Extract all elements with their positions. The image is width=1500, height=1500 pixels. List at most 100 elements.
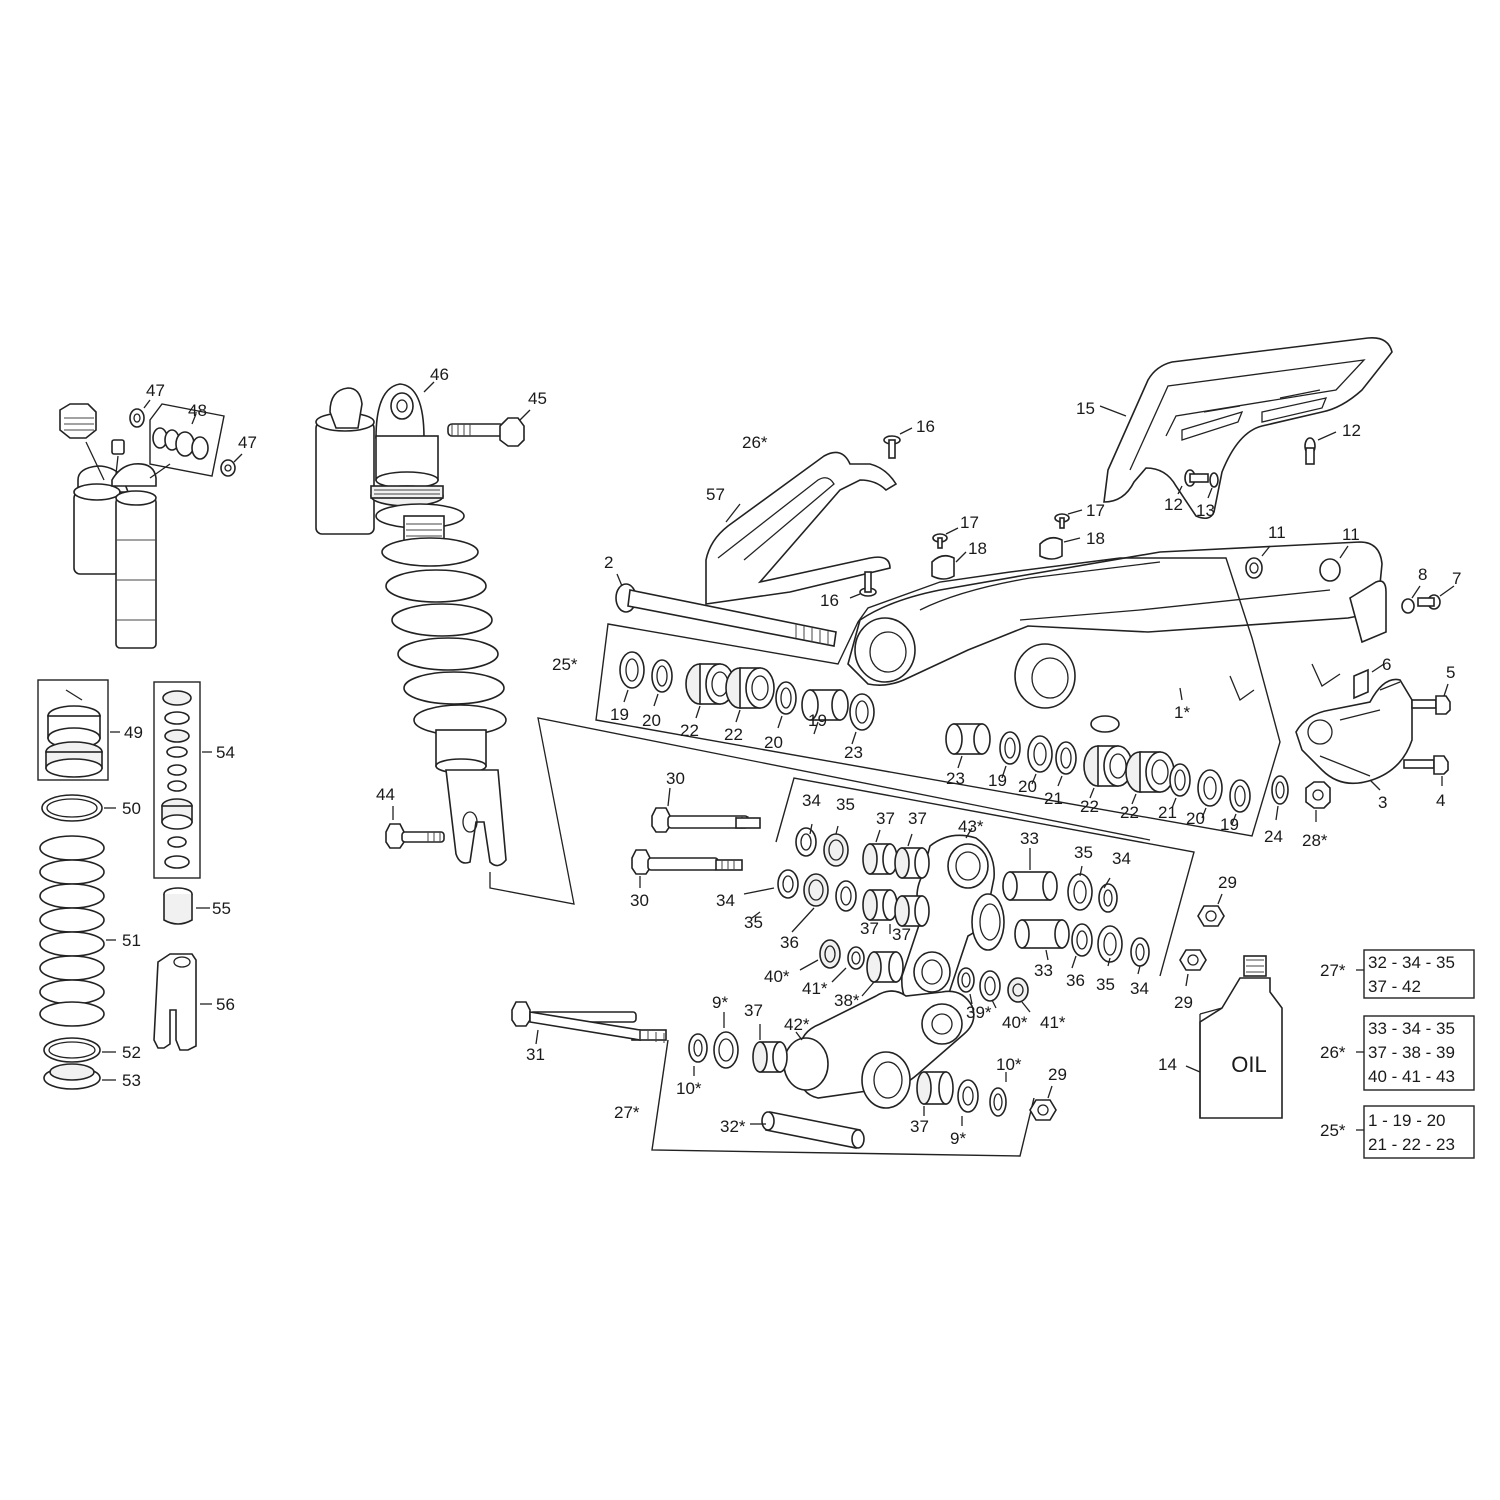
part-43-link-rocker — [901, 827, 1005, 1014]
kit-table-25: 1 - 19 - 20 21 - 22 - 23 — [1356, 1105, 1475, 1159]
callout-36-b: 36 — [1066, 971, 1085, 990]
callout-37-b: 37 — [908, 809, 927, 828]
callout-19-c: 19 — [988, 771, 1007, 790]
callout-32: 32* — [720, 1117, 746, 1136]
callout-18-b: 18 — [1086, 529, 1105, 548]
callout-35-b: 35 — [744, 913, 763, 932]
part-30-bolt-lower — [631, 849, 743, 888]
callout-43: 43* — [958, 817, 984, 836]
part-17-screw-a — [932, 527, 959, 549]
callout-11-a: 11 — [1268, 523, 1286, 542]
callout-19-b: 19 — [808, 711, 827, 730]
kit-25-id: 25* — [1320, 1121, 1346, 1140]
callout-41-b: 41* — [1040, 1013, 1066, 1032]
part-24-washer — [1271, 775, 1289, 821]
kit-25-outline — [595, 557, 1281, 837]
callout-47-b: 47 — [238, 433, 257, 452]
part-29-nut-b — [1179, 949, 1207, 987]
callout-42: 42* — [784, 1015, 810, 1034]
kit-26-id: 26* — [1320, 1043, 1346, 1062]
linkage-lower-parts — [688, 1012, 1007, 1126]
callout-41-a: 41* — [802, 979, 828, 998]
kit-25-row-1: 1 - 19 - 20 — [1368, 1111, 1446, 1130]
callout-8: 8 — [1418, 565, 1427, 584]
callout-37-c: 37 — [860, 919, 879, 938]
part-2-swingarm-axle — [615, 573, 837, 647]
callout-20-c: 20 — [1018, 777, 1037, 796]
callout-30-b: 30 — [630, 891, 649, 910]
part-46-rear-shock — [315, 381, 507, 867]
callout-13: 13 — [1196, 501, 1215, 520]
callout-45: 45 — [528, 389, 547, 408]
callout-10-upper: 10* — [996, 1055, 1022, 1074]
part-30-bolt-upper — [651, 787, 761, 833]
callout-16-a: 16 — [916, 417, 935, 436]
callout-51: 51 — [122, 931, 141, 950]
callout-16-b: 16 — [820, 591, 839, 610]
callout-6: 6 — [1382, 655, 1391, 674]
part-31-long-bolt — [511, 1001, 667, 1045]
callout-34-d: 34 — [1130, 979, 1149, 998]
callout-37-a: 37 — [876, 809, 895, 828]
callout-39: 39* — [966, 1003, 992, 1022]
callout-38: 38* — [834, 991, 860, 1010]
part-18-clip-b — [1039, 536, 1081, 560]
callout-21-a: 21 — [1044, 789, 1063, 808]
part-29-nut-a — [1197, 893, 1225, 927]
part-42-link-arm — [783, 990, 975, 1109]
callout-29-a: 29 — [1218, 873, 1237, 892]
part-48-seal-kit — [149, 403, 225, 477]
part-4-bolt — [1403, 755, 1449, 786]
part-56-lower-clevis — [153, 953, 212, 1051]
part-47-washer-lower — [220, 453, 243, 477]
callout-23-a: 23 — [844, 743, 863, 762]
callout-40-b: 40* — [1002, 1013, 1028, 1032]
part-11-cap-b — [1319, 545, 1349, 582]
shock-reservoir-assembly — [59, 403, 171, 649]
kit-table-27: 32 - 34 - 35 37 - 42 — [1356, 949, 1475, 999]
callout-37-f: 37 — [910, 1117, 929, 1136]
callout-34-b: 34 — [716, 891, 735, 910]
callout-33-a: 33 — [1020, 829, 1039, 848]
callout-24: 24 — [1264, 827, 1283, 846]
kit-27-row-2: 37 - 42 — [1368, 977, 1421, 996]
part-12-screw-guard-a — [1177, 469, 1209, 495]
callout-17-a: 17 — [960, 513, 979, 532]
callout-33-b: 33 — [1034, 961, 1053, 980]
part-53-spring-seat — [43, 1063, 116, 1090]
part-32-sleeve — [750, 1111, 865, 1149]
callout-53: 53 — [122, 1071, 141, 1090]
part-1-swingarm — [847, 541, 1387, 733]
kit-26-row-2: 37 - 38 - 39 — [1368, 1043, 1455, 1062]
callout-52: 52 — [122, 1043, 141, 1062]
part-11-cap-a — [1245, 545, 1271, 579]
callout-15: 15 — [1076, 399, 1095, 418]
callout-49: 49 — [124, 723, 143, 742]
callout-4: 4 — [1436, 791, 1445, 810]
kit-27-outline — [651, 1039, 1035, 1157]
callout-17-b: 17 — [1086, 501, 1105, 520]
kit-25-row-2: 21 - 22 - 23 — [1368, 1135, 1455, 1154]
callout-22-a: 22 — [680, 721, 699, 740]
bearing-row-left — [619, 651, 875, 745]
leader-shock-to-linkage — [489, 717, 1151, 905]
part-12-screw-guard-b — [1304, 431, 1337, 465]
part-18-clip-a — [931, 551, 967, 580]
part-5-bolt — [1411, 683, 1451, 715]
callout-40-a: 40* — [764, 967, 790, 986]
bearing-row-right — [945, 723, 1251, 825]
kit-26-row-3: 40 - 41 - 43 — [1368, 1067, 1455, 1086]
callout-20-d: 20 — [1186, 809, 1205, 828]
part-6-pad — [1353, 663, 1385, 700]
part-47-washer-upper — [129, 399, 151, 428]
callout-48: 48 — [188, 401, 207, 420]
callout-26-text: 26* — [742, 433, 768, 452]
part-54-damper-seal-stack — [153, 681, 212, 879]
callout-14: 14 — [1158, 1055, 1177, 1074]
callout-5: 5 — [1446, 663, 1455, 682]
callout-23-b: 23 — [946, 769, 965, 788]
callout-31: 31 — [526, 1045, 545, 1064]
callout-1: 1* — [1174, 703, 1190, 722]
